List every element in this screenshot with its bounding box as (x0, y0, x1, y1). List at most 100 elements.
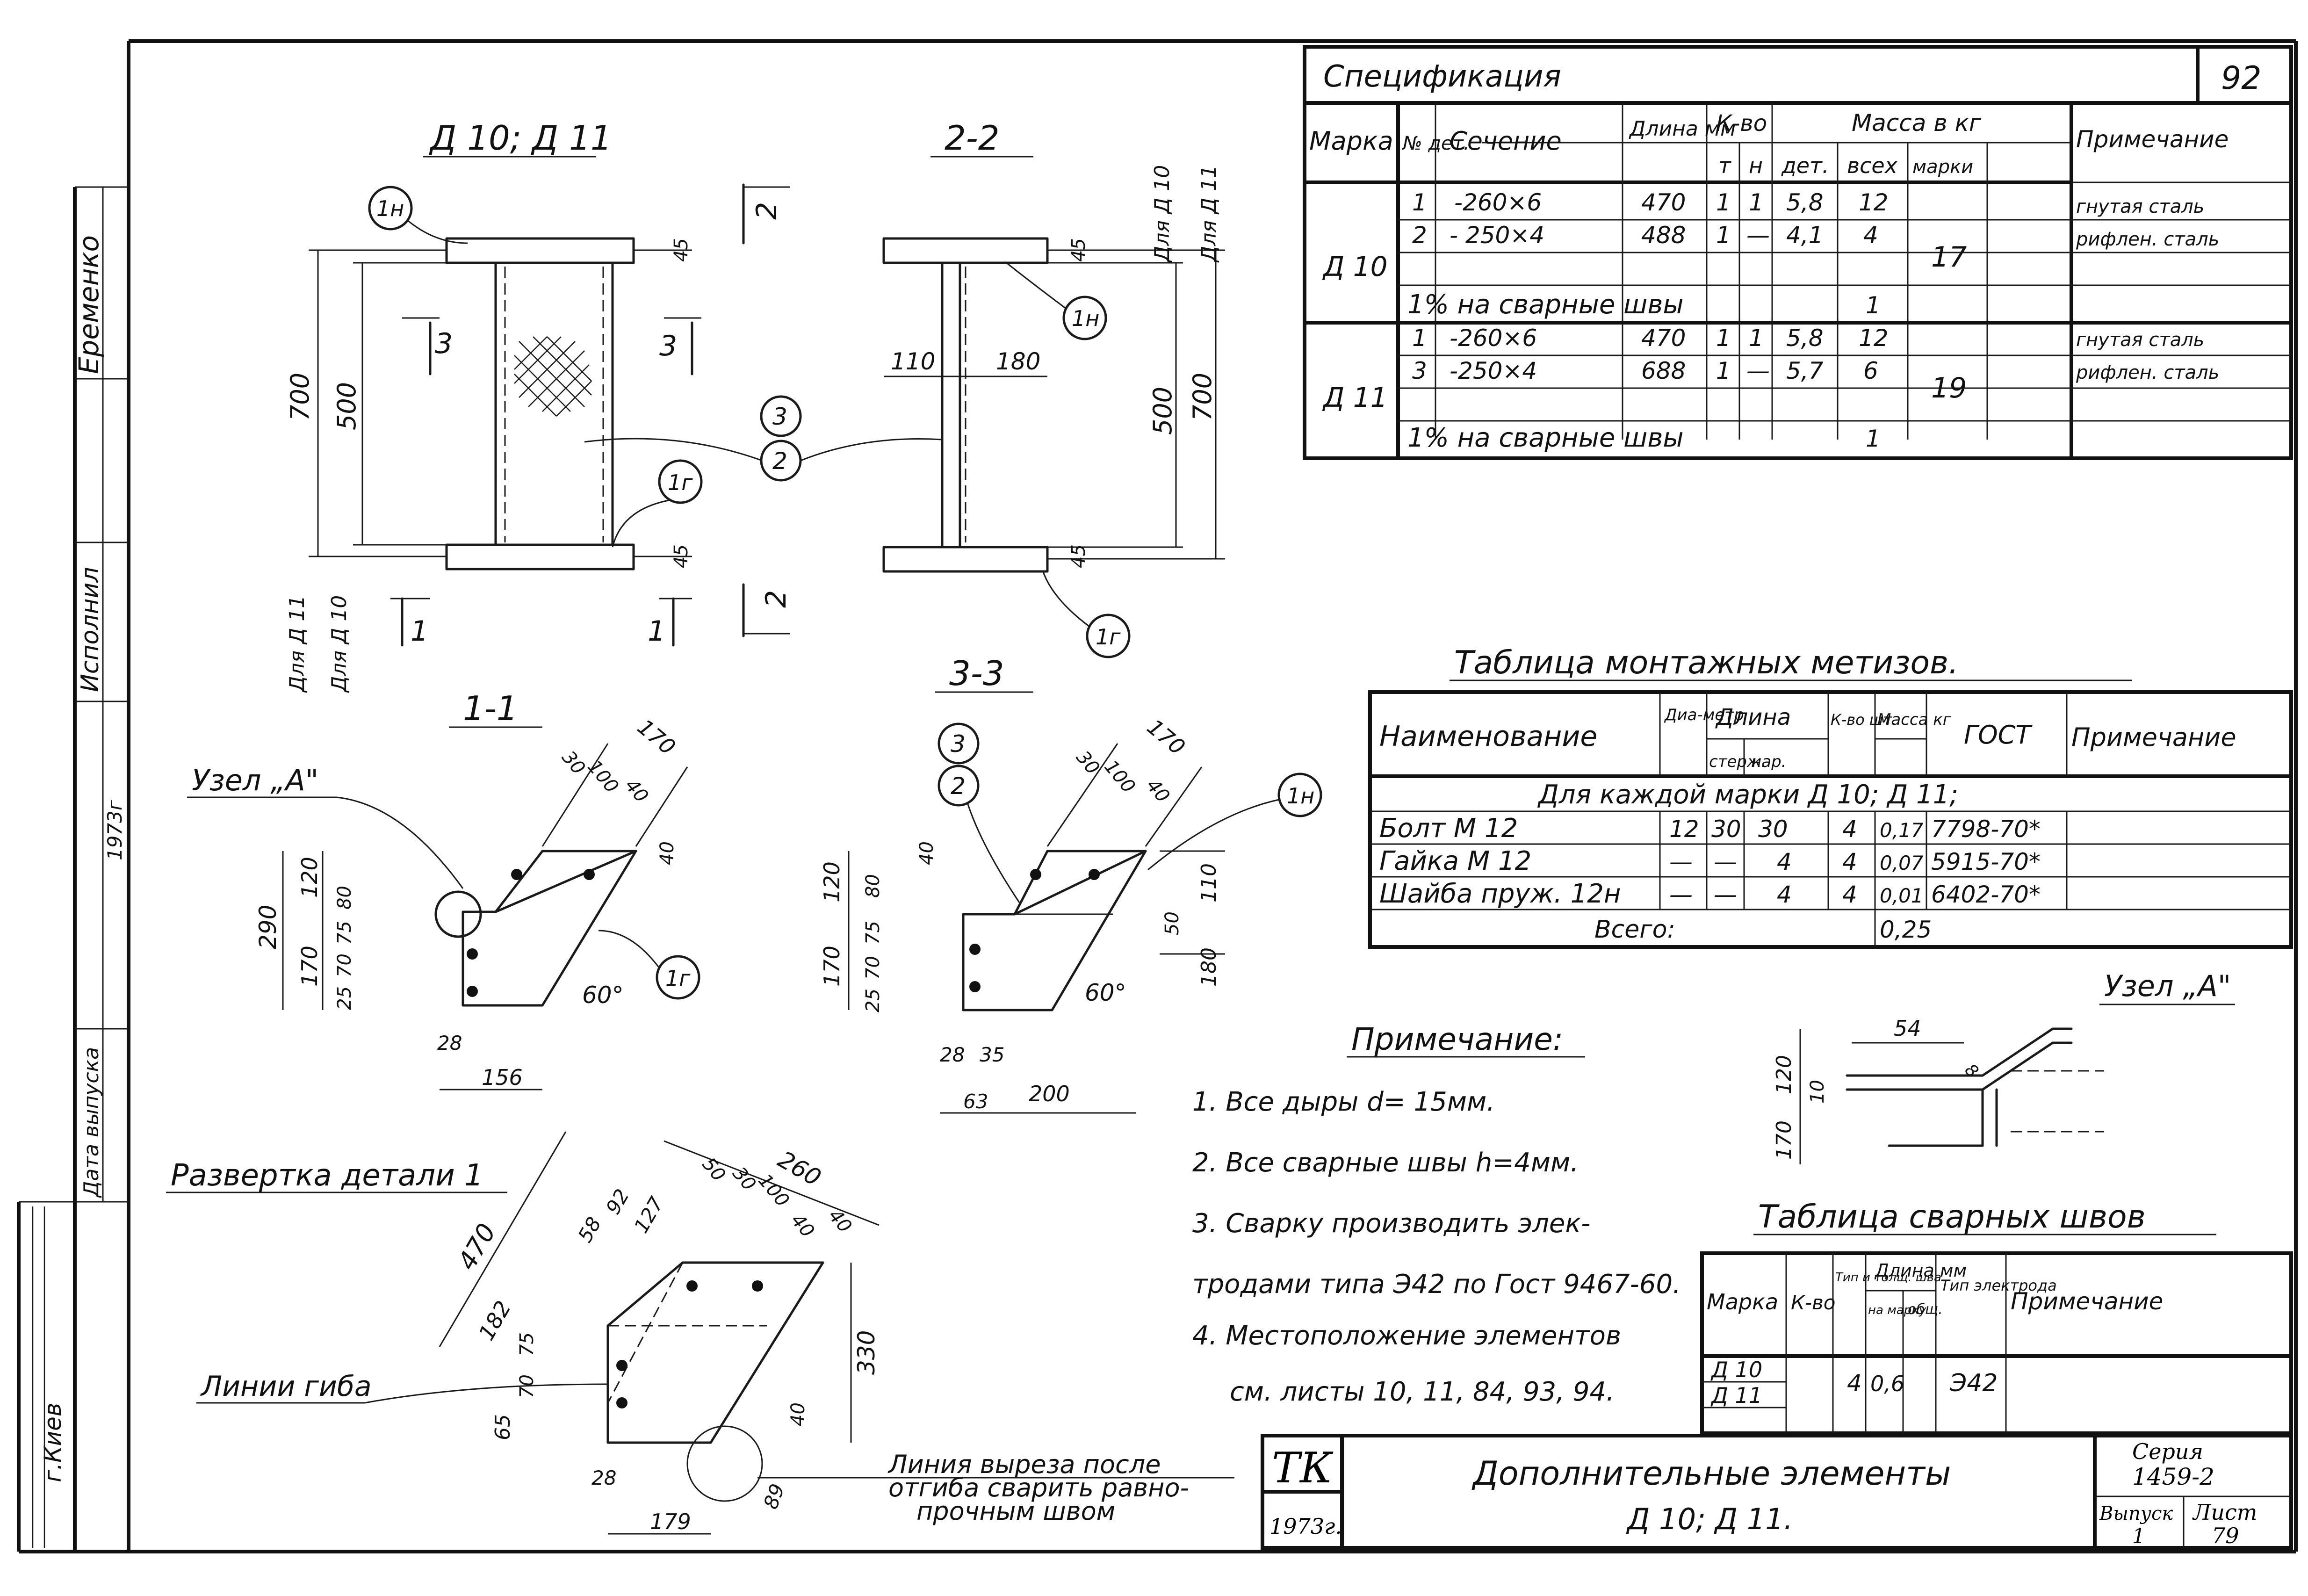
dim-500-left: 500 (332, 382, 361, 430)
weld-h-mark: Марка (1707, 1289, 1778, 1314)
weld-electrode: Э42 (1949, 1369, 1998, 1397)
spec-h-qty-n: н (1749, 153, 1763, 178)
hw-h-rod: стерж. (1709, 752, 1766, 771)
hw-r1-mass: 0,17 (1880, 819, 1924, 842)
spec-d11-r1-mdet: 5,8 (1786, 325, 1824, 352)
hw-r2-gost: 5915-70* (1931, 848, 2041, 875)
hw-h-qty: К-во шт. (1831, 711, 1897, 729)
stamp-series-label: Серия (2132, 1439, 2203, 1464)
hw-r3-dia: — (1669, 881, 1693, 908)
dim-70-33: 70 (862, 956, 884, 980)
hw-r2-dia: — (1669, 848, 1693, 875)
cut-mark-1-right: 1 (648, 615, 665, 648)
spec-h-mass: Масса в кг (1852, 109, 1982, 137)
spec-d11-r2-mall: 6 (1863, 357, 1878, 384)
hw-h-note: Примечание (2071, 722, 2236, 752)
dim-100-33: 100 (1100, 756, 1139, 797)
hw-r3-qty: 4 (1842, 881, 1857, 908)
cut-mark-1-left: 1 (411, 615, 428, 648)
dim-45-bot-right: 45 (1068, 544, 1089, 568)
cut-line-note-3: прочным швом (916, 1496, 1115, 1526)
marker-3-main: 3 (772, 403, 787, 430)
spec-h-section: Сечение (1450, 126, 1562, 156)
spec-d10-r1-det: 1 (1412, 189, 1427, 216)
hw-r1-qty: 4 (1842, 816, 1857, 843)
hw-r3-rod: — (1714, 881, 1737, 908)
spec-h-mass-all: всех (1847, 153, 1898, 178)
hw-r1-cut: 30 (1758, 816, 1788, 843)
hw-h-name: Наименование (1379, 720, 1597, 753)
spec-d11-welds: 1% на сварные швы (1407, 423, 1684, 453)
developer-name: Еременко (73, 235, 105, 374)
stamp-series: 1459-2 (2132, 1463, 2214, 1490)
dim-40c-unfold: 40 (787, 1402, 809, 1426)
dim-170-a: 170 (1772, 1120, 1796, 1160)
dim-30-11: 30 (557, 747, 589, 779)
marker-2-33: 2 (951, 773, 966, 800)
dim-110-33: 110 (1197, 863, 1221, 903)
spec-d10-r1-mdet: 5,8 (1786, 189, 1824, 216)
spec-d11-r2-n: — (1746, 357, 1770, 384)
hw-r3-name: Шайба пруж. 12н (1379, 879, 1621, 909)
hw-h-gost: ГОСТ (1964, 720, 2033, 750)
weld-h-note: Примечание (2011, 1288, 2163, 1315)
spec-d11-r2-section: -250×4 (1450, 357, 1537, 384)
spec-h-length: Длина мм (1629, 117, 1736, 141)
spec-d11-r2-note: рифлен. сталь (2076, 362, 2219, 383)
node-a-detail-title: Узел „А" (2104, 969, 2231, 1003)
dim-700-right: 700 (1188, 373, 1217, 421)
sheet-frame (17, 39, 2298, 1553)
spec-d10-r1-t: 1 (1716, 189, 1731, 216)
marker-1n-front: 1н (376, 196, 404, 221)
dim-179-unfold: 179 (650, 1509, 691, 1534)
weld-h-len-total: общ. (1908, 1301, 1943, 1318)
spec-d10-mark: Д 10 (1322, 251, 1388, 282)
note-4b: см. листы 10, 11, 84, 93, 94. (1230, 1377, 1615, 1407)
dim-70-11: 70 (334, 953, 355, 977)
spec-d10-r2-length: 488 (1641, 222, 1686, 249)
spec-h-qty-t: т (1718, 153, 1731, 178)
dim-30-33: 30 (1072, 747, 1104, 779)
weld-h-electrode: Тип электрода (1940, 1277, 2057, 1294)
marker-3-33: 3 (951, 730, 966, 758)
section-1-1-title: 1-1 (463, 689, 518, 728)
welds-table: Таблица сварных швов Марка К-во Тип и то… (1700, 1199, 2293, 1435)
hw-group: Для каждой марки Д 10; Д 11; (1537, 780, 1958, 810)
dim-10-a: 10 (1807, 1080, 1828, 1104)
marker-1r-side: 1г (1096, 624, 1121, 650)
dim-28-unfold: 28 (591, 1466, 616, 1489)
weld-r1-mark: Д 10 (1710, 1357, 1762, 1382)
spec-table: Спецификация 92 Марка № дет. Сечение Дли… (1303, 45, 2293, 460)
node-a-label: Узел „А" (192, 763, 318, 797)
cut-mark-3-right: 3 (659, 330, 677, 362)
weld-h-type: Тип и толщ. шва (1835, 1271, 1941, 1285)
dim-35-33: 35 (980, 1043, 1004, 1066)
weld-type: 4 (1847, 1370, 1862, 1397)
spec-d10-r1-length: 470 (1641, 189, 1686, 216)
hw-h-mass: Масса кг (1877, 710, 1952, 729)
dim-40b-33: 40 (1142, 775, 1174, 807)
hw-r3-gost: 6402-70* (1931, 881, 2041, 908)
dim-80-33: 80 (862, 874, 884, 898)
stamp-year: 1973г. (1269, 1514, 1342, 1539)
dim-170-top-11: 170 (633, 714, 680, 760)
weld-len-mark: 0,6 (1870, 1371, 1904, 1396)
dim-110: 110 (891, 348, 935, 375)
hw-h-dia: Диа-метр (1664, 706, 1744, 724)
marker-2-main: 2 (772, 448, 787, 475)
node-a-detail: Узел „А" 54 120 10 170 8 (1772, 969, 2235, 1164)
dim-290: 290 (254, 905, 281, 949)
dim-25-11: 25 (334, 986, 355, 1010)
spec-h-mass-mark: марки (1912, 156, 1973, 178)
dim-40-33: 40 (916, 841, 938, 865)
dim-28-11: 28 (437, 1032, 462, 1054)
dim-500-right: 500 (1148, 387, 1177, 435)
for-d10-right: Для Д 10 (1150, 165, 1174, 263)
stamp-title-1: Дополнительные элементы (1471, 1454, 1951, 1493)
spec-d10-mark-mass: 17 (1931, 241, 1967, 274)
hw-h-cut: нар. (1751, 752, 1786, 771)
dim-180-33: 180 (1197, 947, 1221, 987)
side-year: 1973г (103, 800, 126, 860)
dim-75-11: 75 (334, 921, 355, 945)
